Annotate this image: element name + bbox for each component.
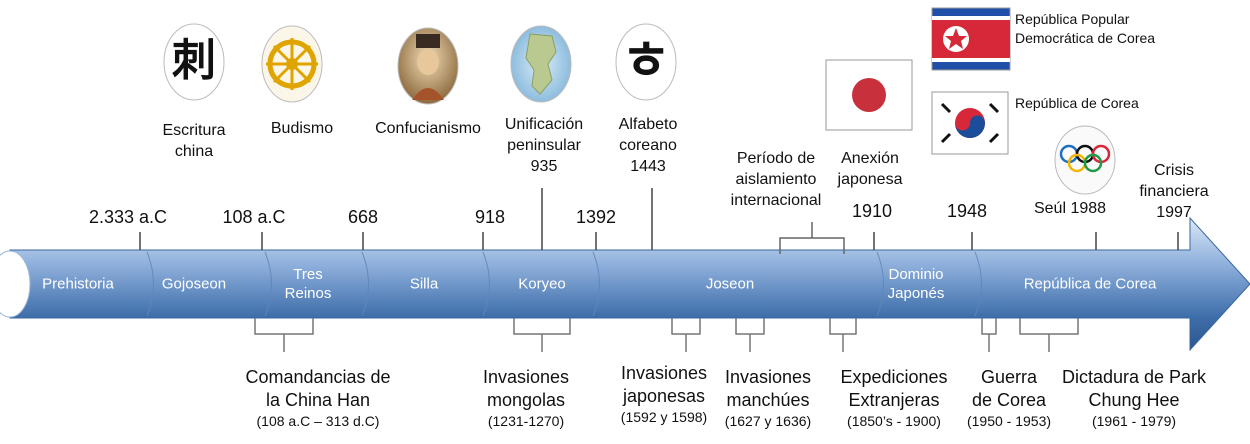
era-joseon: Joseon [705, 275, 755, 293]
top-event-confucianismo: Confucianismo [375, 120, 481, 137]
hangul-glyph: ㅎ [621, 29, 671, 92]
south-korea-flag-icon [931, 91, 1009, 155]
arrow-left-cap [0, 250, 31, 318]
year-1910: 1910 [851, 201, 893, 221]
isolation-bracket [779, 222, 845, 254]
olympic-rings-icon [1054, 125, 1116, 195]
era-separators [146, 251, 982, 317]
era-gojoseon: Gojoseon [161, 275, 227, 293]
era-silla: Silla [409, 275, 439, 293]
hangul-icon [615, 23, 677, 101]
year-ticks [139, 188, 1179, 250]
year-label: 1392 [575, 207, 617, 227]
south-korea-label: República de Corea [1015, 95, 1139, 111]
era-prehistoria: Prehistoria [42, 275, 114, 293]
japan-flag-icon [825, 59, 913, 131]
confucius-portrait-icon [397, 27, 459, 105]
top-event-budismo: Budismo [270, 120, 334, 137]
year-label: 668 [347, 207, 379, 227]
dharma-wheel-icon [261, 25, 323, 103]
era-koryeo: Koryeo [518, 275, 566, 293]
year-label: 2.333 a.C [88, 207, 168, 227]
hanja-icon [163, 23, 225, 101]
korea-map-icon [510, 25, 572, 103]
timeline-arrow [9, 216, 1250, 352]
year-label: 918 [474, 207, 506, 227]
north-korea-flag-icon [931, 7, 1011, 71]
bottom-brackets [254, 318, 1079, 352]
hanja-glyph: 刺 [172, 35, 216, 86]
top-event-seul: Seúl 1988 [1033, 200, 1107, 217]
year-label: 1948 [946, 201, 988, 221]
era-republica-corea: República de Corea [1023, 275, 1157, 293]
year-label: 108 a.C [222, 207, 286, 227]
